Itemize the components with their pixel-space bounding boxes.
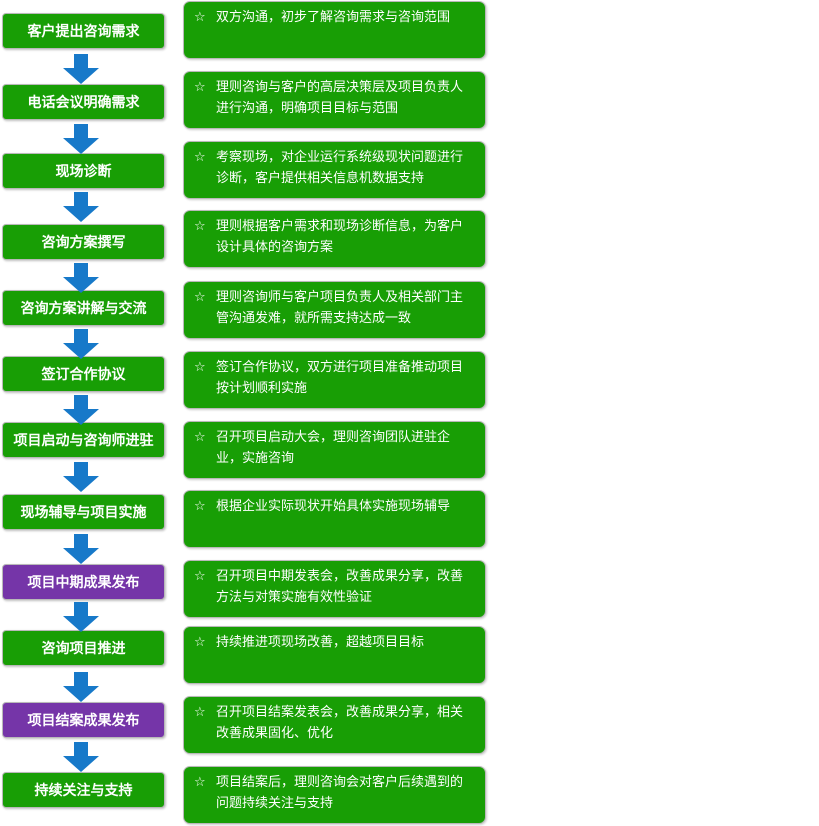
down-arrow-icon xyxy=(63,602,99,632)
down-arrow-icon xyxy=(63,742,99,772)
description-text: 理则根据客户需求和现场诊断信息，为客户设计具体的咨询方案 xyxy=(216,219,464,255)
step-description-3: ☆ 考察现场，对企业运行系统级现状问题进行诊断，客户提供相关信息机数据支持 xyxy=(183,141,486,199)
description-text: 双方沟通，初步了解咨询需求与咨询范围 xyxy=(216,10,451,25)
step-description-1: ☆ 双方沟通，初步了解咨询需求与咨询范围 xyxy=(183,1,486,59)
process-step-8: 现场辅导与项目实施 xyxy=(2,494,165,530)
star-icon: ☆ xyxy=(194,219,206,234)
description-text: 理则咨询师与客户项目负责人及相关部门主管沟通发难，就所需支持达成一致 xyxy=(216,290,464,326)
star-icon: ☆ xyxy=(194,430,206,445)
description-text: 根据企业实际现状开始具体实施现场辅导 xyxy=(216,499,451,514)
down-arrow-icon xyxy=(63,263,99,293)
step-description-9: ☆ 召开项目中期发表会，改善成果分享，改善方法与对策实施有效性验证 xyxy=(183,560,486,618)
star-icon: ☆ xyxy=(194,635,206,650)
description-text: 项目结案后，理则咨询会对客户后续遇到的问题持续关注与支持 xyxy=(216,775,464,811)
step-label: 客户提出咨询需求 xyxy=(27,24,140,40)
process-step-12: 持续关注与支持 xyxy=(2,772,165,808)
step-description-4: ☆ 理则根据客户需求和现场诊断信息，为客户设计具体的咨询方案 xyxy=(183,210,486,268)
step-label: 咨询方案撰写 xyxy=(41,235,126,251)
step-label: 签订合作协议 xyxy=(41,367,126,383)
down-arrow-icon xyxy=(63,124,99,154)
step-label: 现场辅导与项目实施 xyxy=(20,505,147,521)
step-label: 持续关注与支持 xyxy=(34,783,133,799)
star-icon: ☆ xyxy=(194,775,206,790)
step-label: 项目结案成果发布 xyxy=(27,713,140,729)
description-text: 召开项目启动大会，理则咨询团队进驻企业，实施咨询 xyxy=(216,430,451,466)
star-icon: ☆ xyxy=(194,360,206,375)
process-step-10: 咨询项目推进 xyxy=(2,630,165,666)
down-arrow-icon xyxy=(63,462,99,492)
description-text: 召开项目中期发表会，改善成果分享，改善方法与对策实施有效性验证 xyxy=(216,569,464,605)
down-arrow-icon xyxy=(63,672,99,702)
step-label: 咨询方案讲解与交流 xyxy=(20,301,147,317)
description-text: 签订合作协议，双方进行项目准备推动项目按计划顺利实施 xyxy=(216,360,464,396)
process-step-9: 项目中期成果发布 xyxy=(2,564,165,600)
process-step-3: 现场诊断 xyxy=(2,153,165,189)
process-step-7: 项目启动与咨询师进驻 xyxy=(2,422,165,458)
description-text: 召开项目结案发表会，改善成果分享，相关改善成果固化、优化 xyxy=(216,705,464,741)
down-arrow-icon xyxy=(63,192,99,222)
step-description-11: ☆ 召开项目结案发表会，改善成果分享，相关改善成果固化、优化 xyxy=(183,696,486,754)
down-arrow-icon xyxy=(63,329,99,359)
process-step-1: 客户提出咨询需求 xyxy=(2,13,165,49)
star-icon: ☆ xyxy=(194,10,206,25)
step-description-2: ☆ 理则咨询与客户的高层决策层及项目负责人进行沟通，明确项目目标与范围 xyxy=(183,71,486,129)
down-arrow-icon xyxy=(63,54,99,84)
step-label: 项目启动与咨询师进驻 xyxy=(13,433,154,449)
step-description-12: ☆ 项目结案后，理则咨询会对客户后续遇到的问题持续关注与支持 xyxy=(183,766,486,824)
step-label: 电话会议明确需求 xyxy=(27,95,140,111)
step-description-6: ☆ 签订合作协议，双方进行项目准备推动项目按计划顺利实施 xyxy=(183,351,486,409)
star-icon: ☆ xyxy=(194,499,206,514)
star-icon: ☆ xyxy=(194,569,206,584)
description-text: 理则咨询与客户的高层决策层及项目负责人进行沟通，明确项目目标与范围 xyxy=(216,80,464,116)
description-text: 考察现场，对企业运行系统级现状问题进行诊断，客户提供相关信息机数据支持 xyxy=(216,150,464,186)
star-icon: ☆ xyxy=(194,290,206,305)
description-text: 持续推进项现场改善，超越项目目标 xyxy=(216,635,425,650)
step-label: 现场诊断 xyxy=(55,164,112,180)
process-step-11: 项目结案成果发布 xyxy=(2,702,165,738)
star-icon: ☆ xyxy=(194,705,206,720)
down-arrow-icon xyxy=(63,395,99,425)
process-step-2: 电话会议明确需求 xyxy=(2,84,165,120)
step-description-7: ☆ 召开项目启动大会，理则咨询团队进驻企业，实施咨询 xyxy=(183,421,486,479)
down-arrow-icon xyxy=(63,534,99,564)
process-step-5: 咨询方案讲解与交流 xyxy=(2,290,165,326)
step-label: 咨询项目推进 xyxy=(41,641,126,657)
step-description-10: ☆ 持续推进项现场改善，超越项目目标 xyxy=(183,626,486,684)
step-label: 项目中期成果发布 xyxy=(27,575,140,591)
process-step-4: 咨询方案撰写 xyxy=(2,224,165,260)
step-description-5: ☆ 理则咨询师与客户项目负责人及相关部门主管沟通发难，就所需支持达成一致 xyxy=(183,281,486,339)
star-icon: ☆ xyxy=(194,150,206,165)
process-step-6: 签订合作协议 xyxy=(2,356,165,392)
step-description-8: ☆ 根据企业实际现状开始具体实施现场辅导 xyxy=(183,490,486,548)
star-icon: ☆ xyxy=(194,80,206,95)
